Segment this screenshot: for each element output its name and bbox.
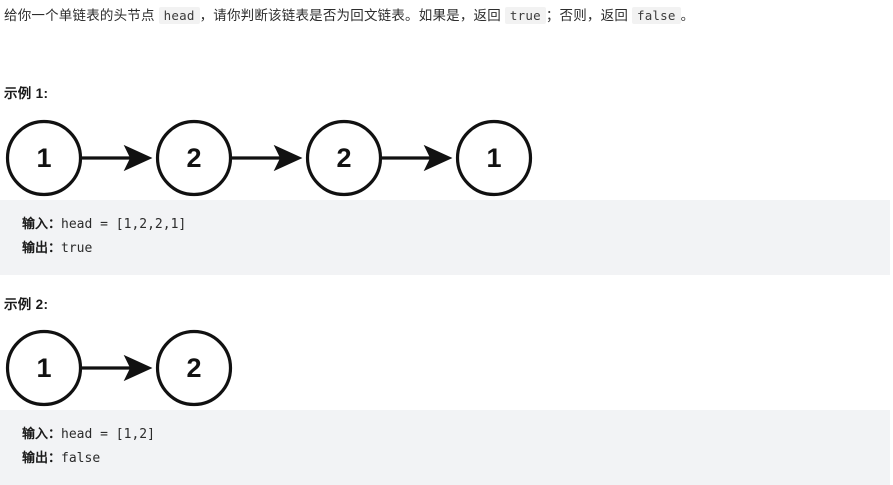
list-node-circle <box>155 119 233 197</box>
example-1-output-line: 输出：true <box>22 237 890 261</box>
linked-list-nodes: 1 2 <box>5 329 233 407</box>
inline-code-true: true <box>504 7 546 24</box>
list-node-value: 1 <box>486 143 501 173</box>
inline-code-false: false <box>631 7 681 24</box>
list-node-value: 2 <box>186 353 201 383</box>
problem-statement-part-3: ；否则，返回 <box>545 8 629 24</box>
example-2-io-block: 输入：head = [1,2] 输出：false <box>0 410 890 485</box>
input-label: 输入： <box>22 427 62 442</box>
list-node-value: 1 <box>36 143 51 173</box>
input-value: head = [1,2] <box>61 427 155 442</box>
list-node-circle <box>305 119 383 197</box>
output-label: 输出： <box>22 241 62 256</box>
example-1-io-block: 输入：head = [1,2,2,1] 输出：true <box>0 200 890 275</box>
problem-statement: 给你一个单链表的头节点 head，请你判断该链表是否为回文链表。如果是，返回 t… <box>4 5 889 27</box>
problem-statement-part-2: ，请你判断该链表是否为回文链表。如果是，返回 <box>199 8 501 24</box>
linked-list-nodes: 1 2 2 1 <box>5 119 533 197</box>
list-node-value: 2 <box>336 143 351 173</box>
example-1-input-line: 输入：head = [1,2,2,1] <box>22 213 890 237</box>
list-node-circle <box>5 119 83 197</box>
inline-code-head: head <box>158 7 200 24</box>
output-value: true <box>61 241 93 256</box>
list-node-circle <box>455 119 533 197</box>
example-1-linked-list-diagram: 1 2 2 1 <box>0 112 560 209</box>
output-label: 输出： <box>22 451 62 466</box>
list-node-circle <box>155 329 233 407</box>
input-value: head = [1,2,2,1] <box>61 217 187 232</box>
example-2-heading: 示例 2: <box>4 297 49 312</box>
problem-statement-part-4: 。 <box>680 8 695 24</box>
list-node-circle <box>5 329 83 407</box>
example-2-output-line: 输出：false <box>22 447 890 471</box>
example-1-heading: 示例 1: <box>4 86 49 101</box>
problem-statement-part-1: 给你一个单链表的头节点 <box>4 8 155 24</box>
example-2-input-line: 输入：head = [1,2] <box>22 423 890 447</box>
list-node-value: 2 <box>186 143 201 173</box>
example-2-linked-list-diagram: 1 2 <box>0 322 300 419</box>
input-label: 输入： <box>22 217 62 232</box>
list-node-value: 1 <box>36 353 51 383</box>
output-value: false <box>61 451 101 466</box>
